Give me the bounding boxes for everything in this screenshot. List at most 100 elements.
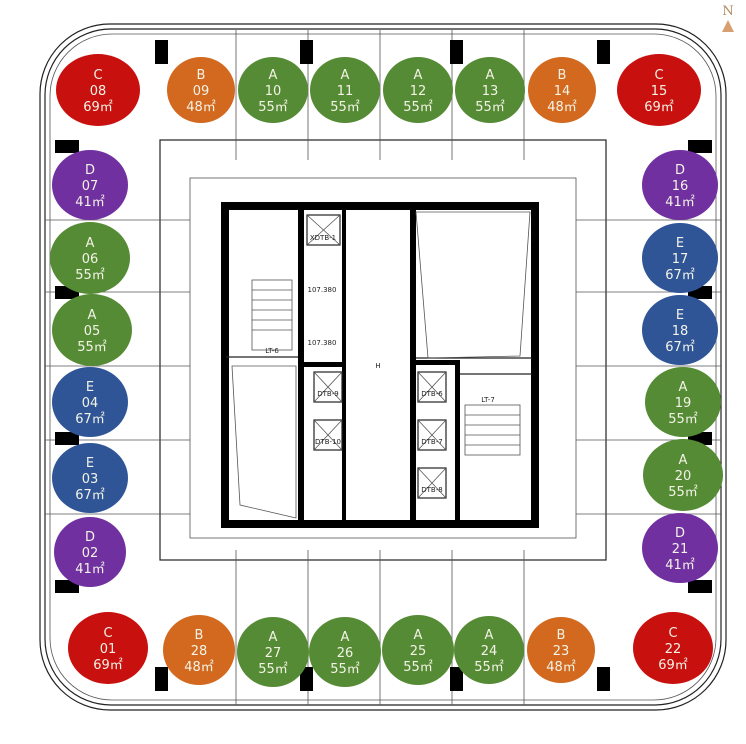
unit-area: 69㎡	[658, 658, 688, 673]
unit-area: 55㎡	[474, 660, 504, 675]
unit-bubble	[528, 57, 596, 123]
unit-area: 48㎡	[547, 100, 577, 115]
north-compass: N	[718, 4, 738, 32]
unit-bubble	[52, 150, 128, 220]
north-label: N	[722, 4, 734, 19]
corridor-walls	[45, 30, 721, 705]
unit-area: 69㎡	[83, 100, 113, 115]
unit-number: 17	[672, 252, 689, 267]
unit-number: 21	[672, 542, 689, 557]
unit-area: 55㎡	[258, 100, 288, 115]
unit-number: 24	[481, 644, 498, 659]
level-label-1: 107.380	[308, 286, 337, 294]
unit-number: 01	[100, 642, 117, 657]
stair-right	[464, 404, 521, 456]
unit-type: A	[269, 630, 278, 645]
lobby-mark: H	[375, 362, 380, 370]
unit-area: 55㎡	[77, 340, 107, 355]
unit-type: B	[558, 68, 567, 83]
unit-area: 41㎡	[75, 195, 105, 210]
unit-bubble	[52, 294, 132, 366]
unit-type: A	[679, 380, 688, 395]
structural-columns	[55, 40, 712, 691]
unit-number: 22	[665, 642, 682, 657]
unit-area: 55㎡	[330, 100, 360, 115]
unit-number: 14	[554, 84, 571, 99]
unit-number: 27	[265, 646, 282, 661]
unit-number: 16	[672, 179, 689, 194]
unit-type: A	[486, 68, 495, 83]
unit-bubble	[383, 57, 453, 123]
unit-type: B	[195, 628, 204, 643]
stair-left-label: LT-6	[265, 347, 279, 355]
unit-area: 55㎡	[403, 660, 433, 675]
unit-type: C	[93, 68, 102, 83]
unit-bubble	[382, 615, 454, 685]
unit-type: C	[103, 626, 112, 641]
unit-area: 67㎡	[75, 412, 105, 427]
unit-number: 12	[410, 84, 427, 99]
unit-area: 55㎡	[403, 100, 433, 115]
unit-type: A	[341, 68, 350, 83]
unit-number: 05	[84, 324, 101, 339]
unit-bubble	[238, 57, 308, 123]
unit-type: D	[85, 530, 95, 545]
unit-bubble	[52, 367, 128, 437]
unit-type: D	[675, 163, 685, 178]
unit-number: 13	[482, 84, 499, 99]
unit-number: 08	[90, 84, 107, 99]
stair-right-label: LT-7	[481, 396, 495, 404]
unit-number: 11	[337, 84, 354, 99]
unit-area: 67㎡	[665, 340, 695, 355]
elevator-label: DTB-6	[421, 390, 443, 398]
unit-type: B	[557, 628, 566, 643]
unit-number: 03	[82, 472, 99, 487]
unit-area: 48㎡	[546, 660, 576, 675]
unit-type: A	[414, 628, 423, 643]
unit-area: 55㎡	[475, 100, 505, 115]
unit-type: A	[269, 68, 278, 83]
unit-bubble	[56, 54, 140, 126]
unit-number: 25	[410, 644, 427, 659]
level-label-2: 107.380	[308, 339, 337, 347]
unit-bubble	[52, 443, 128, 513]
unit-area: 69㎡	[644, 100, 674, 115]
unit-bubble	[454, 616, 524, 684]
unit-bubble	[643, 439, 723, 511]
unit-number: 23	[553, 644, 570, 659]
unit-number: 09	[193, 84, 210, 99]
unit-type: C	[668, 626, 677, 641]
unit-area: 48㎡	[186, 100, 216, 115]
unit-bubble	[310, 57, 380, 123]
unit-number: 07	[82, 179, 99, 194]
